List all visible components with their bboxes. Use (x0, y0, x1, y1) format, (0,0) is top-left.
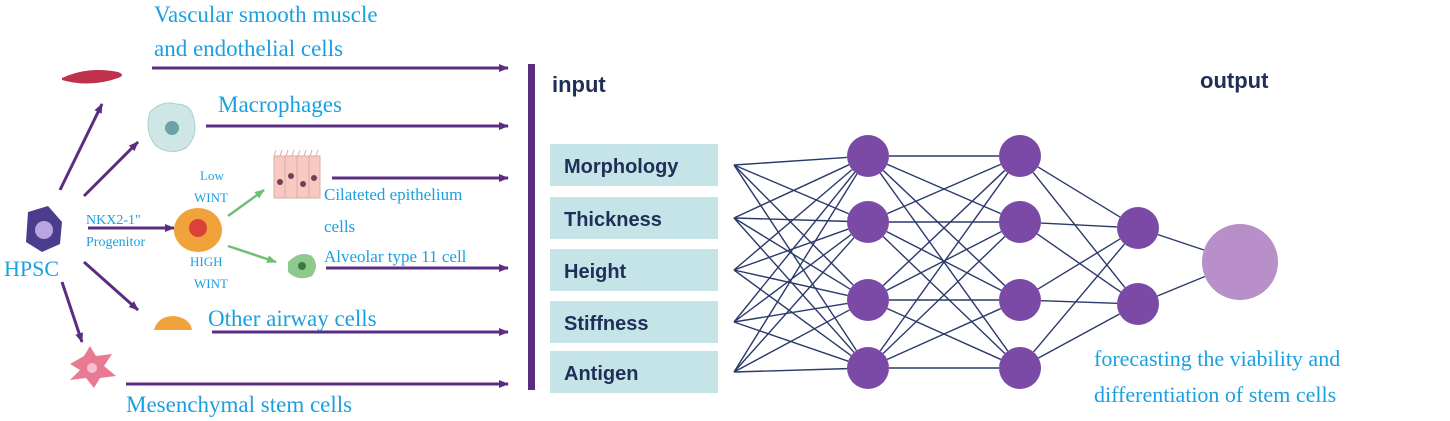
network-edge-17 (733, 173, 858, 373)
network-edge-41 (1037, 238, 1121, 290)
network-edge-42 (1040, 300, 1118, 304)
hidden-node-2-1 (999, 135, 1041, 177)
hidden-node-1-4 (847, 347, 889, 389)
progenitor-label-line2: Progenitor (86, 235, 145, 250)
low-wnt-label-line1: Low (200, 168, 224, 183)
network-edge-20 (733, 367, 848, 373)
input-features: Morphology Thickness Height Stiffness An… (550, 144, 718, 393)
network-edge-43 (1032, 243, 1126, 353)
network-edge-37 (1037, 166, 1121, 218)
input-heading: input (552, 72, 606, 97)
network-edge-46 (1157, 275, 1206, 297)
network-edge-1 (733, 156, 848, 166)
alveolar-label: Alveolar type 11 cell (324, 247, 467, 266)
network-edge-6 (733, 217, 848, 223)
output-heading: output (1200, 68, 1269, 93)
input-box-thickness: Thickness (550, 197, 718, 239)
network-edge-44 (1038, 313, 1120, 359)
network-edge-7 (733, 217, 851, 290)
progenitor-cell-icon (174, 208, 222, 252)
network-edge-2 (733, 164, 849, 215)
network-edge-3 (733, 164, 854, 286)
input-box-morphology: Morphology (550, 144, 718, 186)
network-edge-35 (886, 307, 1002, 361)
input-label-height: Height (564, 261, 627, 283)
network-edge-29 (882, 169, 1006, 287)
hpsc-label: HPSC (4, 256, 59, 281)
caption-line1: forecasting the viability and (1094, 346, 1340, 371)
input-label-morphology: Morphology (564, 156, 679, 178)
network-edge-4 (733, 164, 858, 351)
network-edge-25 (886, 163, 1002, 215)
hidden-layer-3 (1117, 207, 1159, 325)
network-edges (733, 155, 1206, 373)
network-edge-5 (733, 164, 850, 219)
network-edge-10 (733, 228, 849, 271)
vascular-cell-icon (62, 70, 122, 84)
input-box-stiffness: Stiffness (550, 301, 718, 343)
hidden-node-2-3 (999, 279, 1041, 321)
caption-line2: differentiation of stem cells (1094, 382, 1336, 407)
hpsc-branch-arrows (58, 103, 175, 343)
high-wnt-label-line1: HIGH (190, 254, 223, 269)
macrophage-cell-icon (147, 102, 196, 152)
high-wnt-label-line2: WINT (194, 276, 228, 291)
network-edge-38 (1032, 171, 1126, 289)
network-edge-34 (882, 236, 1006, 354)
network-edge-13 (733, 171, 856, 323)
hidden-layer-1 (847, 135, 889, 389)
input-box-height: Height (550, 249, 718, 291)
macrophages-label: Macrophages (218, 92, 342, 117)
vascular-label-line1: Vascular smooth muscle (154, 2, 378, 27)
hidden-node-3-2 (1117, 283, 1159, 325)
network-edge-33 (879, 172, 1009, 352)
wnt-arrows (227, 188, 277, 264)
mesenchymal-cell-icon (70, 346, 116, 388)
network-edge-39 (1040, 222, 1118, 228)
airway-label: Other airway cells (208, 306, 377, 331)
hidden-node-1-1 (847, 135, 889, 177)
mesenchymal-label: Mesenchymal stem cells (126, 392, 352, 417)
hidden-node-2-4 (999, 347, 1041, 389)
output-node (1202, 224, 1278, 300)
input-label-thickness: Thickness (564, 209, 662, 231)
hidden-node-2-2 (999, 201, 1041, 243)
network-edge-15 (733, 302, 848, 323)
airway-cell-icon (154, 316, 192, 330)
lineage-arrows (126, 64, 509, 388)
hpsc-cell-icon (26, 206, 62, 252)
network-edge-19 (733, 309, 850, 373)
ciliated-label-line2: cells (324, 217, 355, 236)
network-edge-9 (733, 169, 853, 271)
separator-bar (528, 64, 535, 390)
network-edge-40 (1036, 233, 1122, 293)
hidden-node-1-2 (847, 201, 889, 243)
vascular-label-line2: and endothelial cells (154, 36, 343, 61)
input-label-antigen: Antigen (564, 363, 638, 385)
hidden-node-1-3 (847, 279, 889, 321)
network-edge-18 (733, 237, 855, 373)
ciliated-label-line1: Cilateted epithelium (324, 185, 462, 204)
ciliated-cell-icon (273, 149, 321, 199)
hidden-layer-2 (999, 135, 1041, 389)
network-edge-45 (1157, 233, 1205, 251)
network-edge-8 (733, 217, 855, 353)
progenitor-label-line1: NKX2-1" (86, 213, 141, 228)
network-edge-11 (733, 269, 848, 297)
input-box-antigen: Antigen (550, 351, 718, 393)
hidden-node-3-1 (1117, 207, 1159, 249)
alveolar-cell-icon (288, 254, 316, 279)
input-label-stiffness: Stiffness (564, 313, 648, 335)
low-wnt-label-line2: WINT (194, 190, 228, 205)
